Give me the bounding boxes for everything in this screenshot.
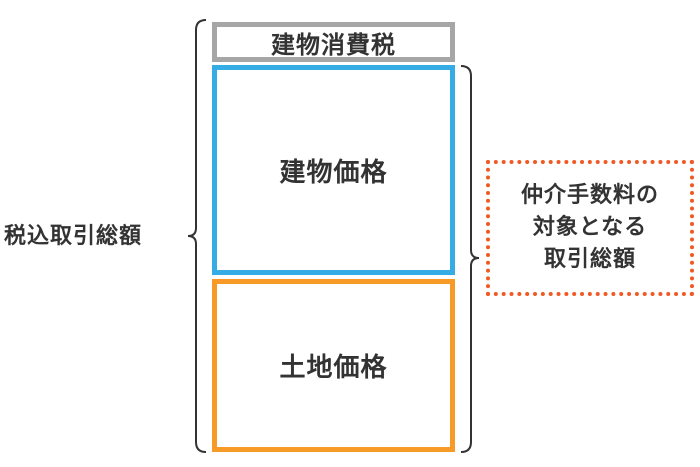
land-price-label: 土地価格 (279, 353, 388, 383)
building-price-label: 建物価格 (279, 157, 388, 188)
total-transaction-amount-incl-tax-label: 税込取引総額 (4, 224, 143, 249)
fee-box-line-2: 対象となる (532, 215, 648, 240)
left-curly-brace (187, 19, 207, 453)
building-consumption-tax-box: 建物消費税 (212, 22, 455, 62)
building-price-box: 建物価格 (212, 65, 455, 275)
land-price-box: 土地価格 (212, 279, 455, 452)
fee-box-line-3: 取引総額 (543, 247, 636, 272)
fee-box-line-1: 仲介手数料の (520, 183, 659, 208)
right-curly-brace (460, 65, 480, 453)
brokerage-fee-target-box: 仲介手数料の 対象となる 取引総額 (486, 160, 694, 296)
building-consumption-tax-label: 建物消費税 (271, 30, 396, 59)
